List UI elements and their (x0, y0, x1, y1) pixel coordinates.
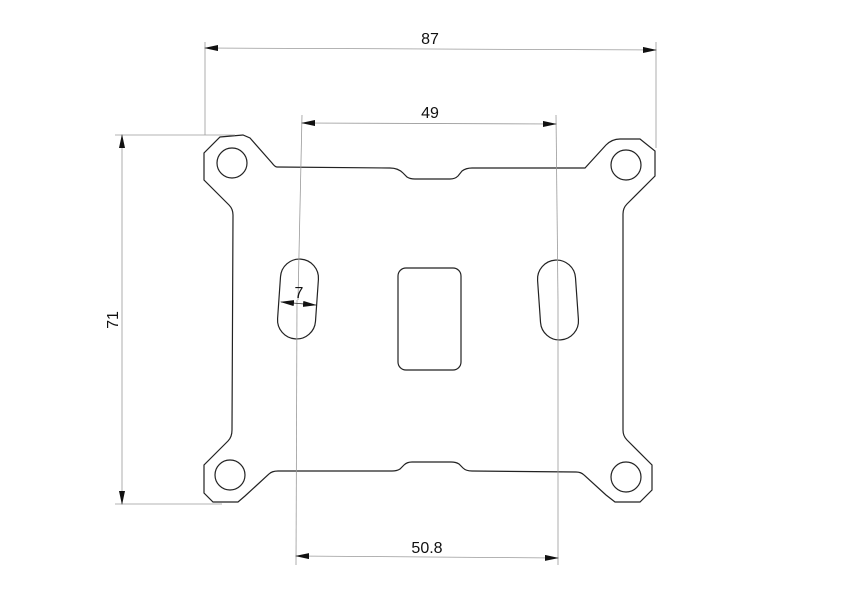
dimension-hole-spacing-top: 49 (297, 105, 559, 301)
mount-hole-top-left (216, 147, 248, 179)
dimension-label-7: 7 (295, 285, 304, 302)
dimension-hole-spacing-bottom: 50.8 (295, 299, 559, 566)
dimension-label-49: 49 (421, 105, 439, 122)
mount-hole-bottom-right (610, 461, 642, 493)
mount-hole-bottom-left (214, 459, 246, 491)
dimension-slot-width: 7 (280, 285, 317, 307)
dimension-label-71: 71 (105, 311, 122, 329)
slot-right (536, 259, 580, 341)
mount-hole-top-right (610, 149, 642, 181)
center-cutout (397, 267, 462, 371)
dimension-label-87: 87 (421, 31, 439, 48)
dimension-overall-height: 71 (105, 134, 235, 505)
dimension-overall-width: 87 (204, 31, 657, 148)
mounting-plate-outline (203, 134, 656, 503)
dimension-label-50-8: 50.8 (411, 540, 442, 557)
